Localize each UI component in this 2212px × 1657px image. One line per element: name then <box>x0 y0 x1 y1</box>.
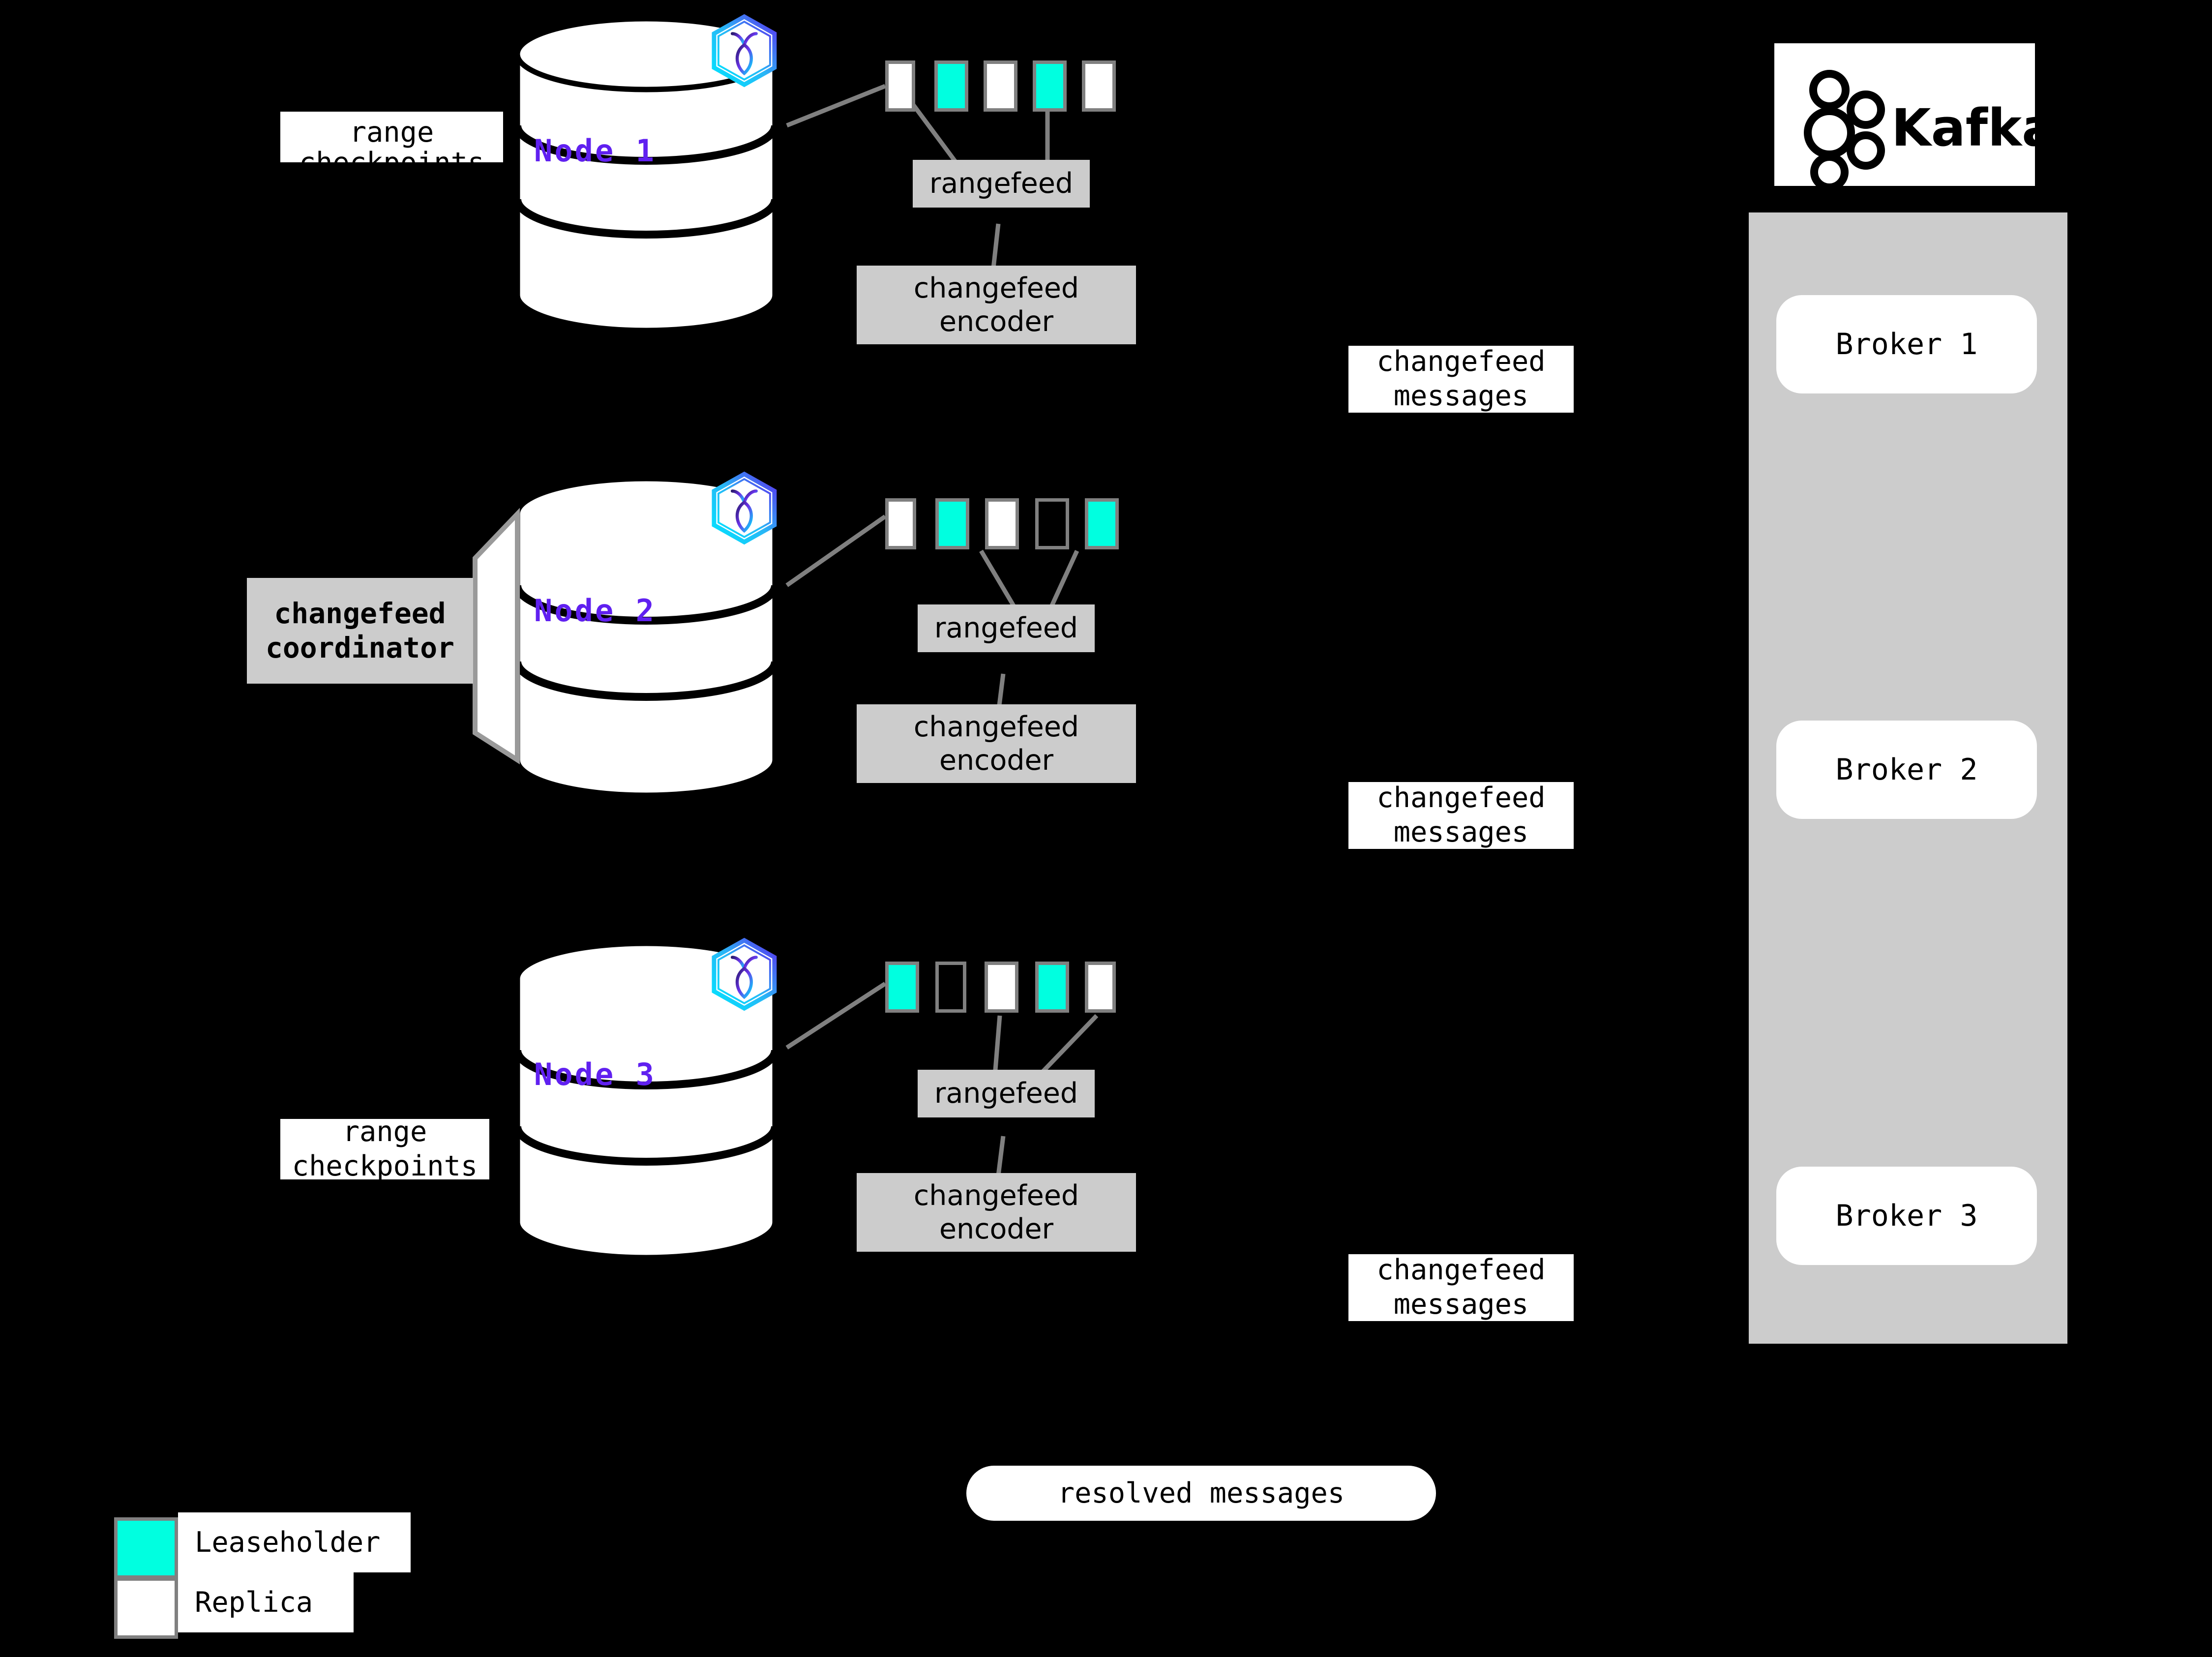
kafka-broker-3[interactable]: Broker 3 <box>1776 1167 2037 1265</box>
cockroachdb-hexagon-icon <box>712 14 777 88</box>
node-1-range-checkpoints-label: range <box>280 112 503 162</box>
svg-text:Kafka: Kafka <box>1891 98 2056 158</box>
kafka-broker-2[interactable]: Broker 2 <box>1776 721 2037 819</box>
node-1-rangefeed-box[interactable]: rangefeed <box>913 160 1090 208</box>
node-1-changefeed-encoder-box[interactable]: changefeed encoder <box>857 266 1136 344</box>
range-cell[interactable] <box>1082 60 1116 112</box>
range-cell[interactable] <box>984 60 1017 112</box>
range-checkpoints-text: range <box>342 1119 427 1148</box>
cockroachdb-hexagon-icon <box>712 937 777 1011</box>
changefeed-messages-line2: messages <box>1393 380 1529 412</box>
encoder-label-line2: encoder <box>939 744 1054 777</box>
changefeed-messages-line1: changefeed <box>1376 346 1546 378</box>
legend-swatch-replica <box>114 1577 178 1639</box>
node-2-label: Node 2 <box>534 593 656 629</box>
range-cell[interactable] <box>934 60 968 112</box>
connector-lines <box>785 84 1099 1176</box>
node-1-label: Node 1 <box>534 133 656 169</box>
legend-swatch-leaseholder <box>114 1517 178 1579</box>
encoder-label-line1: changefeed <box>913 271 1079 304</box>
node-3-cylinder <box>513 940 779 1261</box>
resolved-messages-label: resolved messages <box>1057 1477 1345 1509</box>
encoder-label-line1: changefeed <box>913 1179 1079 1212</box>
range-checkpoints-text-2: checkpoints <box>292 1149 478 1180</box>
changefeed-messages-line1: changefeed <box>1376 1254 1546 1287</box>
changefeed-messages-label-2: changefeed messages <box>1348 782 1574 849</box>
resolved-messages-pill: resolved messages <box>966 1466 1436 1521</box>
node-1-cylinder <box>513 16 779 333</box>
rangefeed-label: rangefeed <box>934 612 1078 645</box>
node-2-changefeed-encoder-box[interactable]: changefeed encoder <box>857 704 1136 783</box>
changefeed-coordinator-box[interactable]: changefeed coordinator <box>247 578 473 684</box>
broker-label: Broker 2 <box>1835 753 1978 787</box>
node-3-range-checkpoints-label: range checkpoints <box>280 1119 489 1179</box>
kafka-broker-1[interactable]: Broker 1 <box>1776 295 2037 393</box>
legend-text: Leaseholder <box>195 1526 381 1559</box>
range-cell[interactable] <box>1033 60 1067 112</box>
encoder-label-line2: encoder <box>939 1213 1054 1245</box>
range-checkpoints-text: range <box>349 116 434 149</box>
range-cell[interactable] <box>1085 498 1119 549</box>
encoder-label-line2: encoder <box>939 305 1054 338</box>
rangefeed-label: rangefeed <box>934 1077 1078 1110</box>
changefeed-messages-line1: changefeed <box>1376 782 1546 814</box>
coordinator-pointer <box>473 508 520 765</box>
coordinator-label-line2: coordinator <box>265 631 455 664</box>
legend-label-leaseholder: Leaseholder <box>178 1512 411 1572</box>
changefeed-messages-label-3: changefeed messages <box>1348 1254 1574 1321</box>
changefeed-messages-label-1: changefeed messages <box>1348 346 1574 413</box>
range-cell[interactable] <box>885 962 919 1013</box>
range-cell[interactable] <box>985 498 1019 549</box>
kafka-nodes-icon: Kafka <box>1804 70 2056 191</box>
node-3-label: Node 3 <box>534 1056 656 1092</box>
broker-label: Broker 3 <box>1835 1199 1978 1233</box>
kafka-inbound-arrow-icon <box>2065 335 2096 353</box>
coordinator-label-line1: changefeed <box>274 596 446 630</box>
range-cell[interactable] <box>885 60 915 112</box>
node-3-rangefeed-box[interactable]: rangefeed <box>918 1070 1095 1117</box>
range-cell[interactable] <box>935 498 969 549</box>
node-2-cylinder <box>513 476 779 798</box>
cockroachdb-hexagon-icon <box>712 471 777 545</box>
range-cell[interactable] <box>885 498 916 549</box>
range-cell[interactable] <box>1035 962 1069 1013</box>
range-cell[interactable] <box>1085 962 1116 1013</box>
rangefeed-label: rangefeed <box>929 167 1074 200</box>
node-3-changefeed-encoder-box[interactable]: changefeed encoder <box>857 1173 1136 1252</box>
broker-label: Broker 1 <box>1835 327 1978 362</box>
legend-text: Replica <box>195 1586 313 1619</box>
range-cell[interactable] <box>1035 498 1069 549</box>
kafka-logo-box: Kafka <box>1774 43 2056 191</box>
changefeed-messages-line2: messages <box>1393 1288 1529 1321</box>
encoder-label-line1: changefeed <box>913 710 1079 743</box>
changefeed-messages-line2: messages <box>1393 816 1529 848</box>
legend-label-replica: Replica <box>178 1572 354 1632</box>
range-cell[interactable] <box>985 962 1018 1013</box>
node-2-rangefeed-box[interactable]: rangefeed <box>918 604 1095 652</box>
range-cell[interactable] <box>935 962 966 1013</box>
